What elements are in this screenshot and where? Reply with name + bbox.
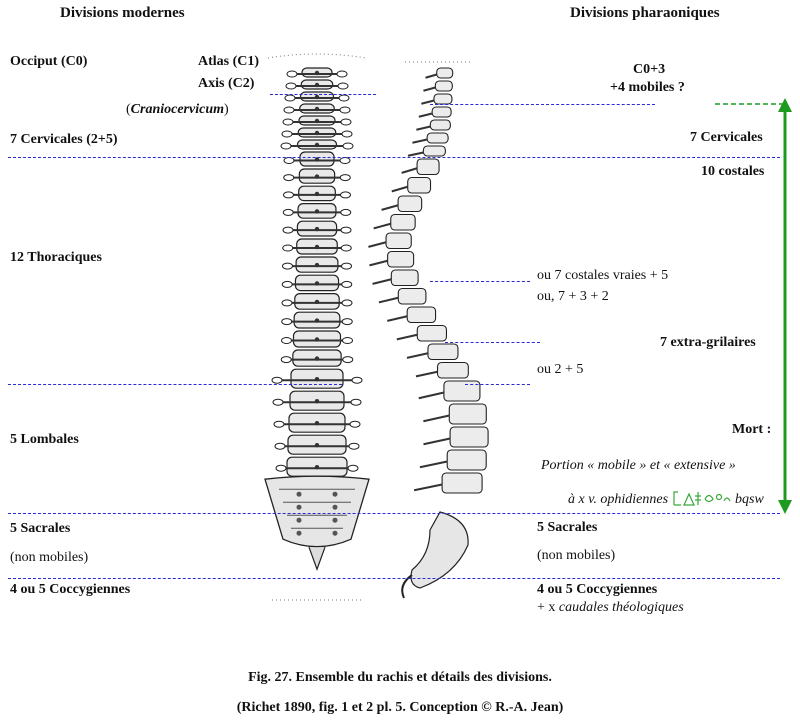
- figure-caption-line1: Fig. 27. Ensemble du rachis et détails d…: [248, 670, 552, 685]
- side-vertebra: [407, 145, 446, 157]
- front-vertebra: [274, 434, 360, 455]
- label-coccygiennes-right: 4 ou 5 Coccygiennes: [537, 582, 658, 597]
- side-vertebra: [413, 472, 483, 494]
- label-sacrales-right: 5 Sacrales: [537, 520, 598, 535]
- front-vertebra: [282, 220, 352, 237]
- side-coccyx: [401, 574, 413, 599]
- label-mobiles: +4 mobiles ?: [610, 80, 685, 95]
- label-costales-vraies: ou 7 costales vraies + 5: [537, 268, 669, 283]
- figure-caption-line2: (Richet 1890, fig. 1 et 2 pl. 5. Concept…: [236, 700, 564, 715]
- label-c0-3: C0+3: [633, 62, 666, 77]
- divider-lombales: [8, 513, 780, 514]
- front-vertebra: [271, 368, 363, 389]
- side-vertebra: [425, 67, 454, 79]
- label-costales: 10 costales: [701, 164, 765, 179]
- front-vertebra: [283, 168, 351, 184]
- side-vertebra: [423, 403, 487, 425]
- divider-sacrales: [8, 578, 780, 579]
- side-vertebra: [396, 324, 448, 342]
- side-vertebra: [418, 380, 481, 402]
- front-vertebra: [283, 151, 351, 167]
- label-mort: Mort :: [732, 422, 772, 437]
- side-vertebra: [412, 132, 449, 144]
- side-vertebra: [416, 119, 451, 131]
- side-vertebra: [378, 287, 427, 305]
- side-vertebra: [369, 250, 415, 268]
- label-non-mobiles-left: (non mobiles): [10, 550, 89, 565]
- side-vertebra: [368, 232, 412, 250]
- label-non-mobiles-right: (non mobiles): [537, 548, 616, 563]
- front-vertebra: [282, 115, 352, 126]
- front-vertebra: [282, 238, 352, 255]
- divider-craniocervicum: [270, 94, 376, 95]
- front-view-spine-drawing: [264, 53, 370, 601]
- label-ophidiennes: à x v. ophidiennes bqsw: [568, 485, 764, 508]
- side-vertebra: [381, 195, 423, 213]
- side-vertebra: [401, 158, 440, 176]
- front-vertebra: [272, 390, 362, 411]
- divider-thoraciques-left: [8, 384, 342, 385]
- front-vertebra: [286, 67, 348, 78]
- green-range-arrow: [715, 98, 792, 514]
- label-extra-grilaires: 7 extra-grilaires: [660, 335, 756, 350]
- label-atlas: Atlas (C1): [198, 54, 260, 69]
- label-occiput: Occiput (C0): [10, 54, 88, 69]
- front-vertebra: [281, 127, 353, 138]
- front-vertebra: [280, 349, 354, 367]
- side-vertebra: [421, 93, 453, 105]
- front-vertebra: [281, 330, 353, 348]
- header-pharaonic-divisions: Divisions pharaoniques: [570, 5, 720, 21]
- front-vertebra: [281, 293, 353, 310]
- label-craniocervicum: (Craniocervicum): [126, 102, 229, 117]
- side-vertebra: [423, 80, 453, 92]
- divider-thoraciques-right: [465, 384, 530, 385]
- side-vertebra: [419, 449, 487, 471]
- hieroglyph-glyphs: [672, 491, 731, 506]
- header-modern-divisions: Divisions modernes: [60, 5, 185, 21]
- front-vertebra: [280, 139, 354, 150]
- label-coccygiennes-left: 4 ou 5 Coccygiennes: [10, 582, 131, 597]
- divider-costales-vraies: [430, 281, 530, 282]
- side-sacrum: [410, 511, 469, 589]
- front-vertebra: [275, 456, 359, 477]
- label-lombales: 5 Lombales: [10, 432, 79, 447]
- front-vertebra: [273, 412, 361, 433]
- divider-cervicales: [8, 157, 780, 158]
- side-vertebra: [387, 306, 437, 324]
- front-vertebra: [281, 311, 353, 329]
- label-cervicales-right: 7 Cervicales: [690, 130, 763, 145]
- front-vertebra: [282, 203, 352, 219]
- divider-c0-3: [430, 104, 655, 105]
- label-thoraciques: 12 Thoraciques: [10, 250, 102, 265]
- divider-costales: [445, 342, 540, 343]
- front-coccyx: [308, 546, 326, 571]
- side-vertebra: [415, 361, 469, 379]
- front-vertebra: [281, 274, 353, 292]
- side-view-spine-drawing: [368, 61, 489, 599]
- side-vertebra: [418, 106, 452, 118]
- front-vertebra: [282, 256, 352, 273]
- side-vertebra: [406, 343, 459, 361]
- front-vertebra: [283, 103, 351, 114]
- label-cervicales: 7 Cervicales (2+5): [10, 132, 118, 147]
- front-vertebra: [285, 79, 349, 90]
- side-vertebra: [391, 176, 432, 194]
- side-vertebra: [372, 269, 419, 287]
- side-vertebra: [423, 426, 489, 448]
- label-axis: Axis (C2): [198, 76, 255, 91]
- front-vertebra: [283, 185, 351, 202]
- label-sacrales: 5 Sacrales: [10, 521, 71, 536]
- label-portion-mobile: Portion « mobile » et « extensive »: [541, 458, 736, 473]
- label-caudales: + x caudales théologiques: [537, 600, 684, 615]
- label-ou-2-5: ou 2 + 5: [537, 362, 584, 377]
- label-ou-7-3-2: ou, 7 + 3 + 2: [537, 289, 609, 304]
- side-vertebra: [373, 213, 416, 231]
- front-sacrum: [264, 475, 370, 548]
